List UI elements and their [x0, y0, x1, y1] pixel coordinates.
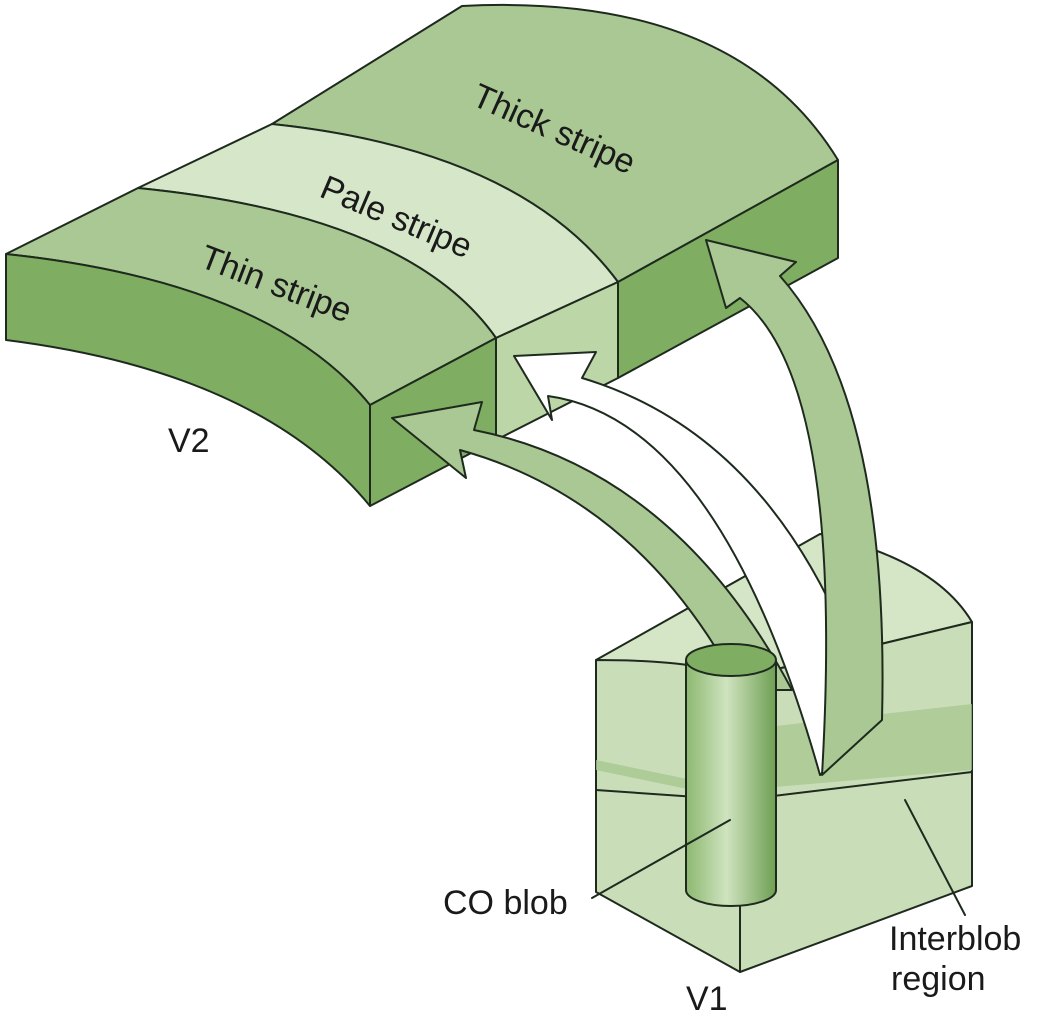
interblob-leader	[904, 799, 966, 916]
co-blob-body	[685, 659, 777, 907]
co-blob-label: CO blob	[443, 884, 568, 922]
v1-label: V1	[686, 980, 728, 1015]
leader-lines	[591, 799, 966, 916]
co-blob-leader	[591, 819, 731, 899]
co-blob-cylinder	[685, 643, 777, 907]
v1-block	[595, 533, 973, 973]
interblob-label-line1: Interblob	[889, 920, 1021, 958]
v2-label: V2	[168, 422, 210, 460]
interblob-layer-side	[740, 704, 972, 790]
co-blob-top	[685, 643, 777, 677]
interblob-label-line2: region	[891, 960, 986, 998]
arrow-interblob-to-thick-stripe	[705, 239, 884, 776]
